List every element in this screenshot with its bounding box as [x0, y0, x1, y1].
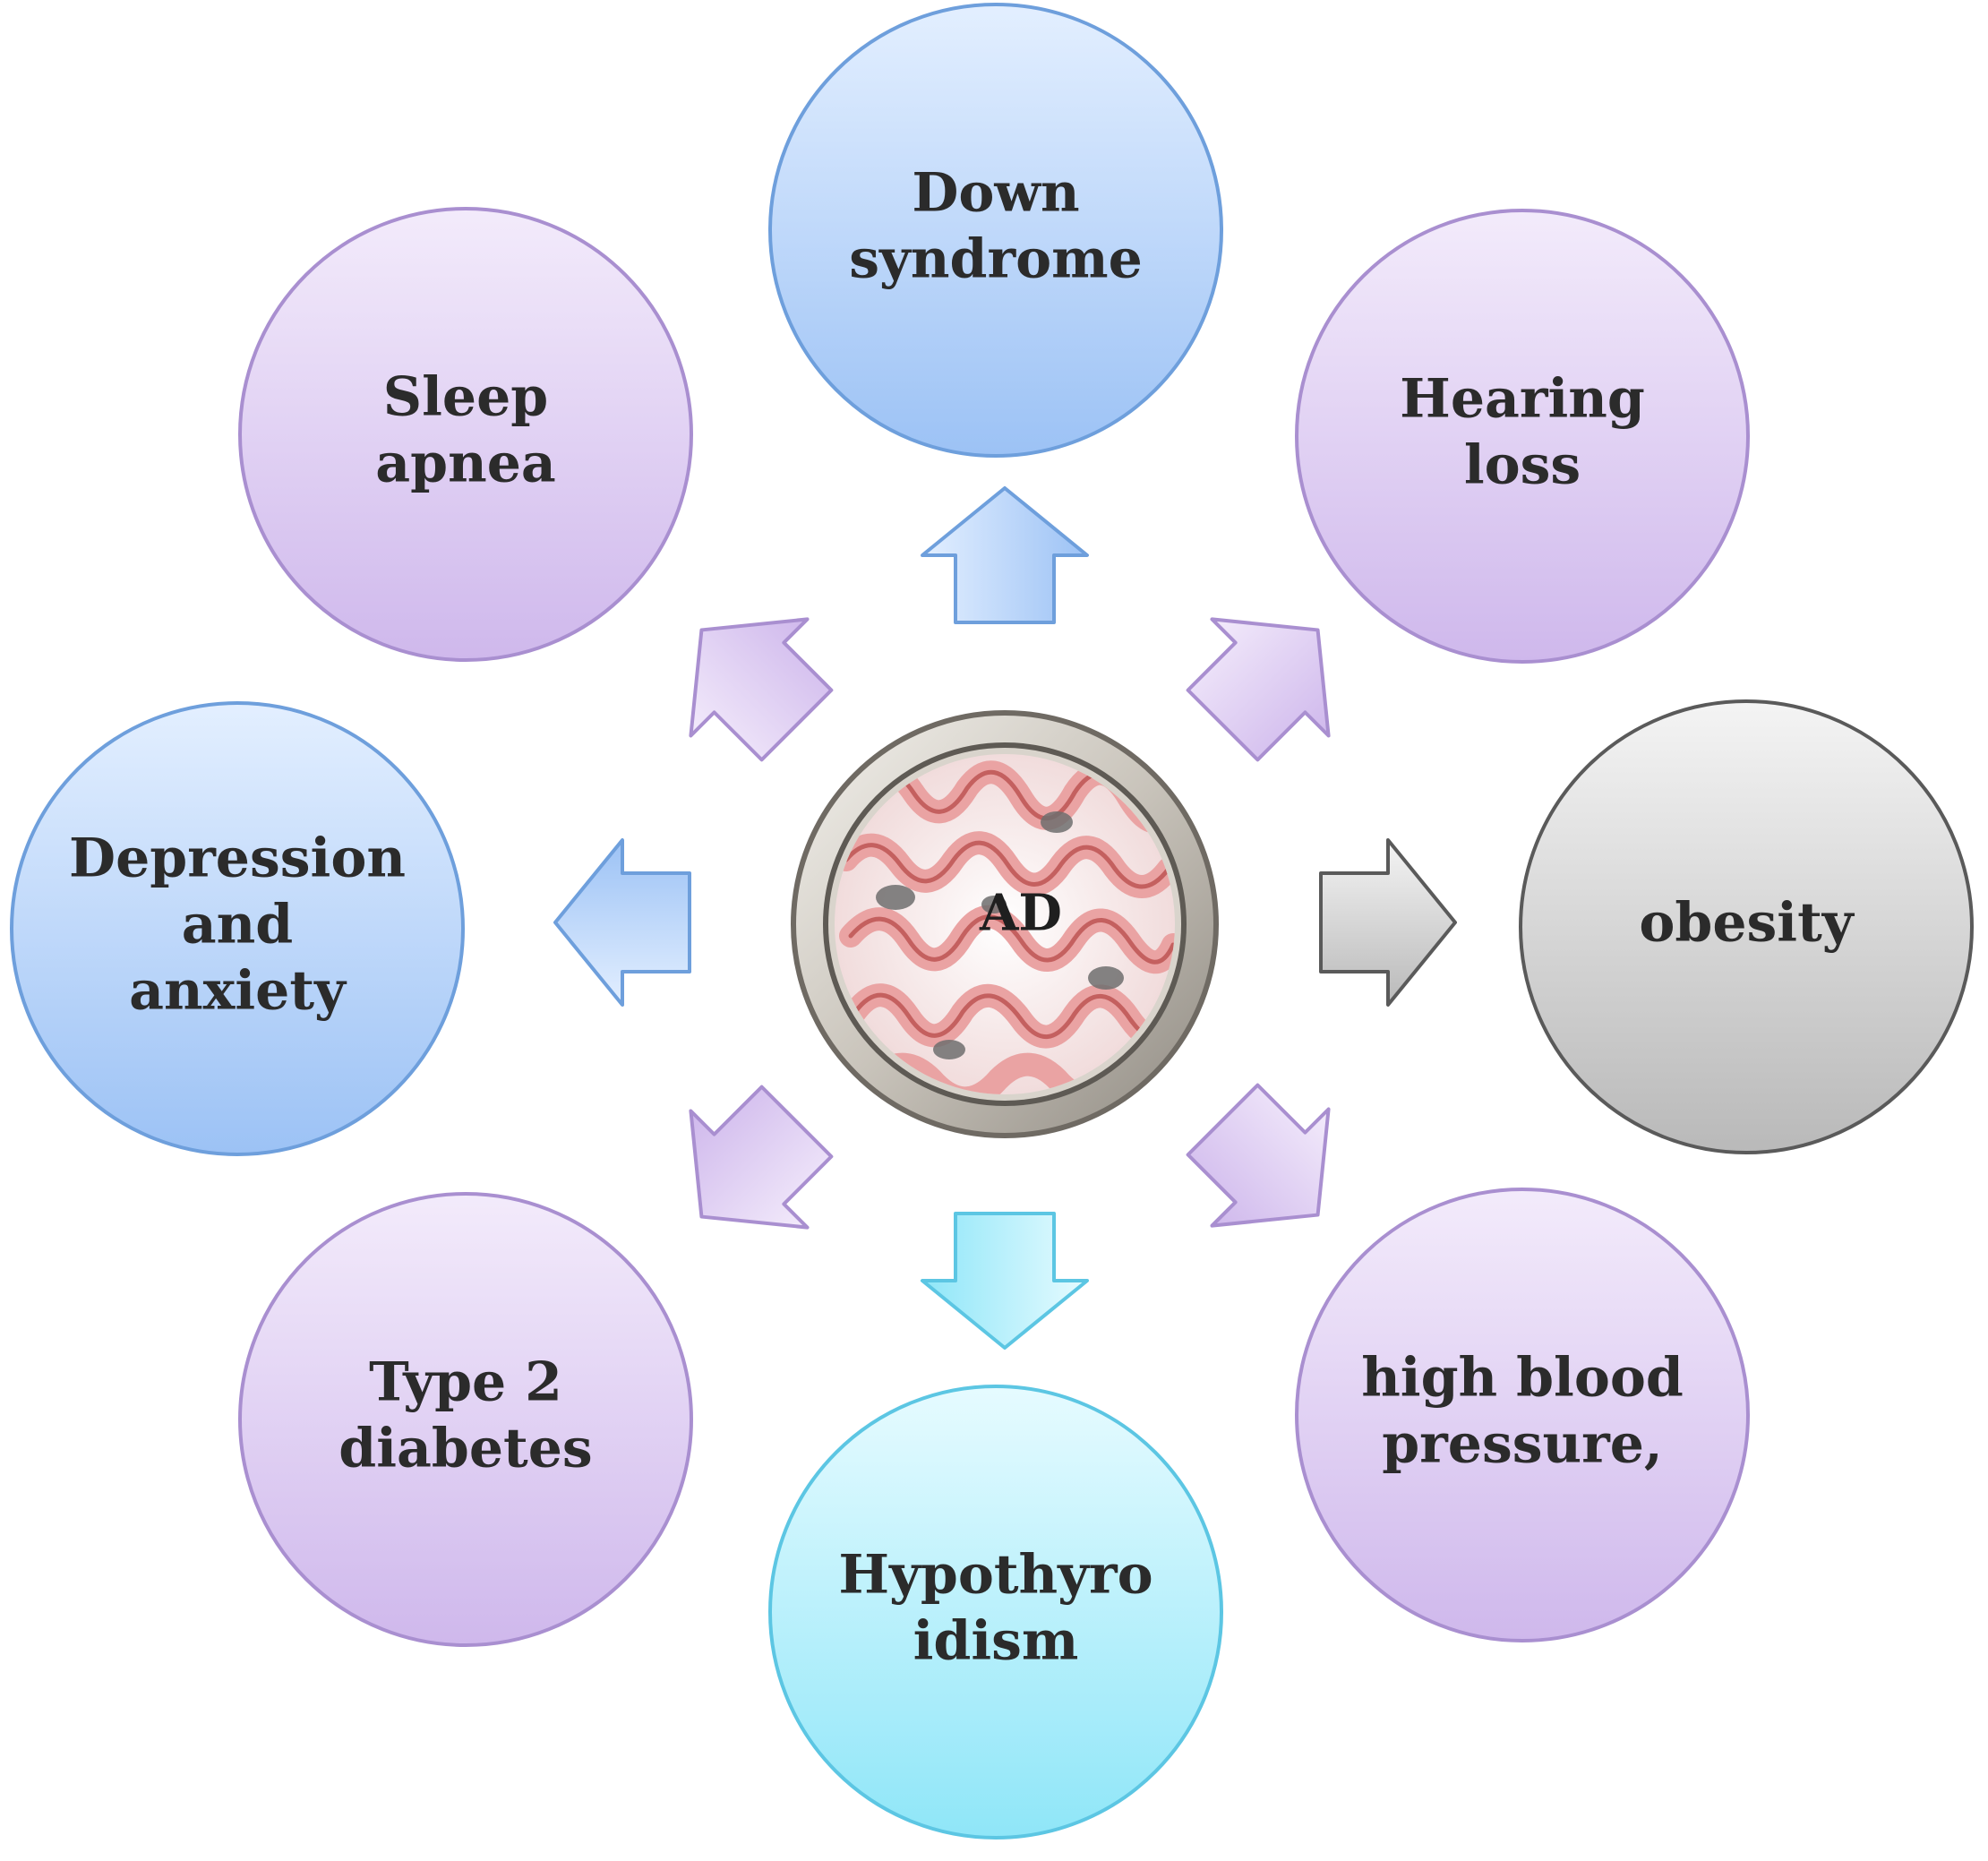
node-obesity: obesity — [1519, 699, 1974, 1154]
arrow-to-down-syndrome — [921, 486, 1089, 624]
hub-ad: AD — [791, 710, 1219, 1138]
arrow-to-hypothyroidism — [921, 1212, 1089, 1350]
node-circle — [768, 1385, 1223, 1840]
node-label-line: Type 2 — [369, 1351, 562, 1414]
node-circle — [1295, 209, 1750, 664]
node-label-line: anxiety — [129, 960, 347, 1023]
arrow-to-high-blood-pressure — [1186, 1083, 1331, 1228]
node-label-line: loss — [1464, 434, 1581, 497]
node-label-line: Sleep — [383, 366, 548, 429]
node-label-line: Hypothyro — [838, 1544, 1153, 1607]
arrows-layer — [553, 486, 1457, 1350]
node-label-line: high blood — [1361, 1347, 1684, 1410]
node-label-line: pressure, — [1382, 1413, 1663, 1476]
arrow-to-depression-and-anxiety — [553, 838, 691, 1007]
hub-label: AD — [979, 884, 1062, 943]
node-label-line: obesity — [1639, 892, 1855, 955]
arrow-to-sleep-apnea — [689, 617, 834, 762]
node-circle — [10, 701, 465, 1156]
arrow-to-obesity — [1319, 838, 1457, 1007]
arrow-to-hearing-loss — [1186, 617, 1331, 762]
node-circle — [1519, 699, 1974, 1154]
node-label-line: syndrome — [849, 228, 1143, 291]
node-circle — [1295, 1188, 1750, 1642]
arrow-to-type-2-diabetes — [689, 1085, 834, 1230]
node-label-line: Hearing — [1400, 368, 1645, 431]
node-circle — [238, 207, 693, 662]
node-label-line: diabetes — [338, 1418, 592, 1480]
node-label-line: Depression — [69, 828, 406, 890]
node-circle — [768, 3, 1223, 458]
node-label-line: and — [182, 894, 293, 956]
node-label-line: apnea — [375, 433, 556, 495]
node-circle — [238, 1192, 693, 1647]
node-label-line: Down — [912, 162, 1079, 225]
node-label-line: idism — [913, 1610, 1079, 1673]
